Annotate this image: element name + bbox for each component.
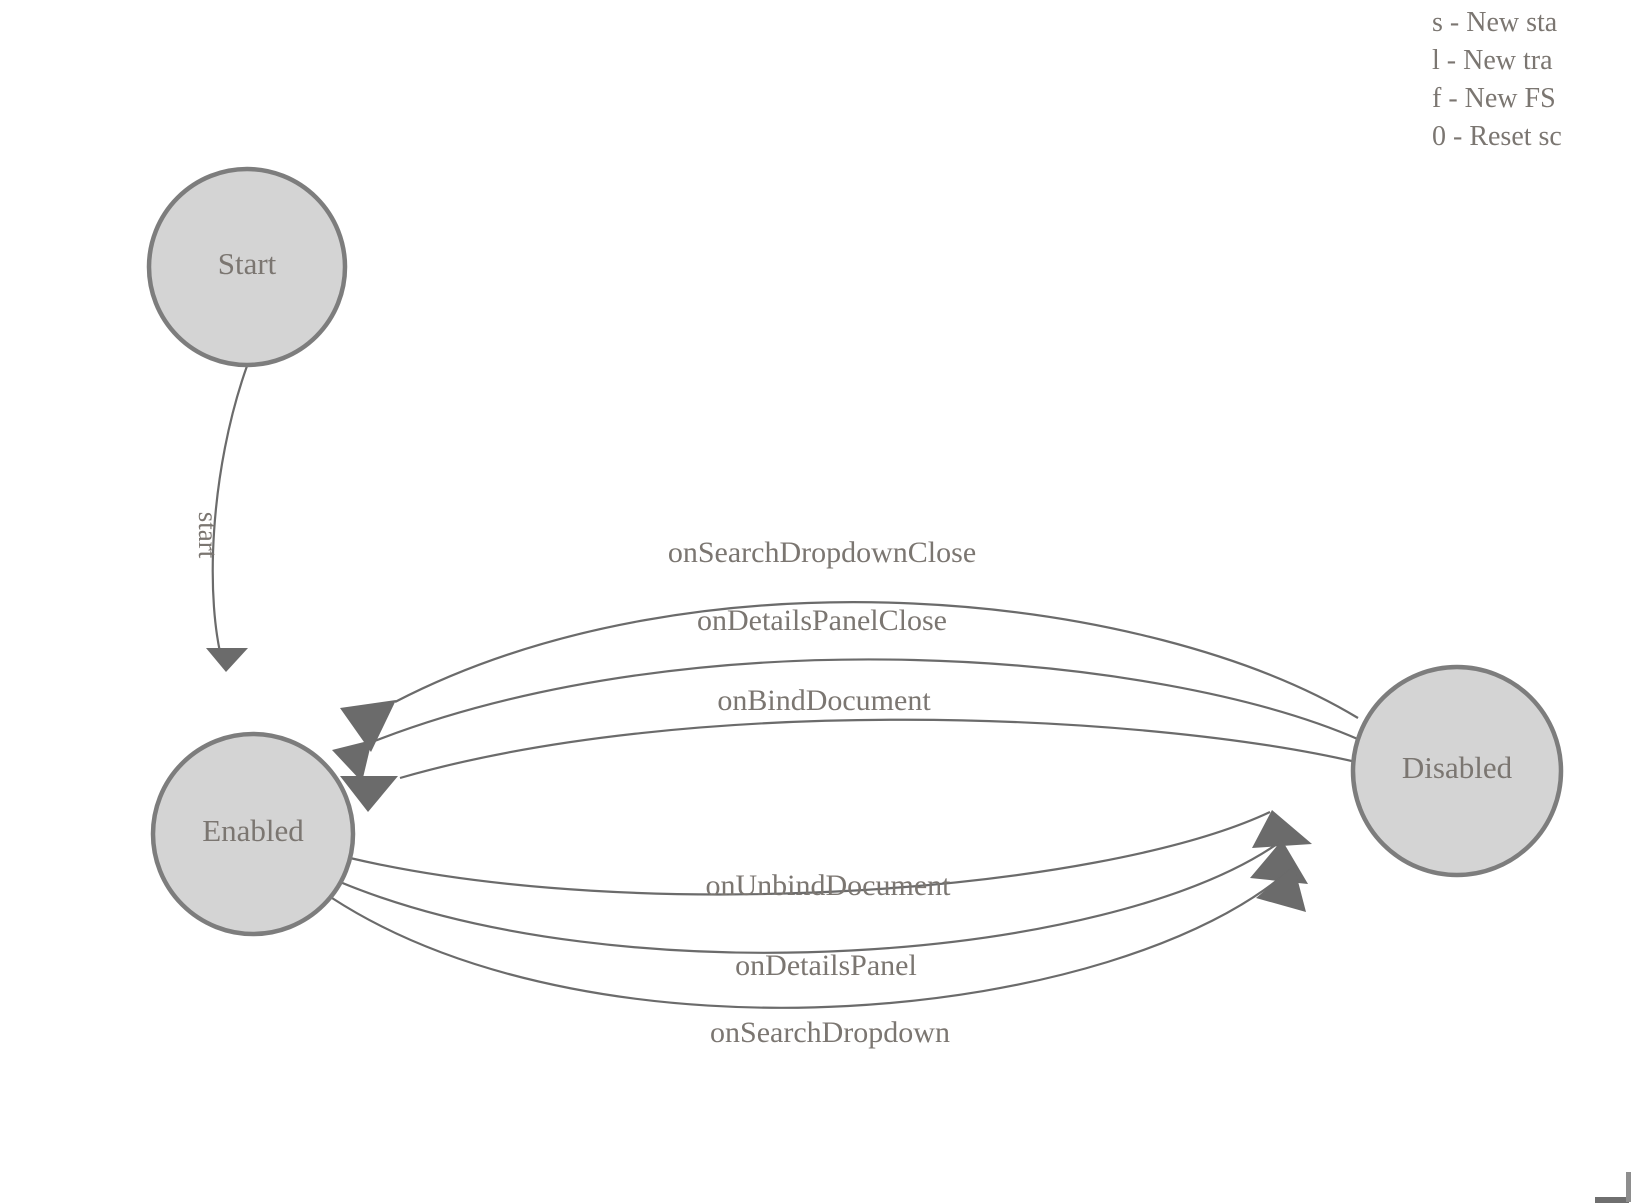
edge-path-on-details-panel-close[interactable] [371, 658, 1361, 744]
edge-on-bind-document[interactable]: onBindDocument [340, 684, 1357, 812]
shortcut-line-reset: 0 - Reset sc [1432, 121, 1562, 152]
edge-on-search-dropdown-close[interactable]: onSearchDropdownClose [340, 536, 1359, 752]
edge-path-start[interactable] [211, 365, 249, 669]
state-node-disabled[interactable]: Disabled [1350, 664, 1564, 878]
edge-path-on-search-dropdown[interactable] [331, 867, 1293, 1009]
edge-on-details-panel-close[interactable]: onDetailsPanelClose [332, 604, 1361, 782]
edge-label-on-search-dropdown: onSearchDropdown [710, 1016, 950, 1049]
state-circle-disabled[interactable] [1350, 664, 1564, 878]
shortcut-line-new-transition: l - New tra [1432, 45, 1553, 76]
edge-path-on-search-dropdown-close[interactable] [394, 601, 1359, 719]
shortcut-line-new-fsm: f - New FS [1432, 83, 1556, 114]
edge-arrowhead-on-bind-document [340, 776, 398, 812]
edge-on-details-panel[interactable]: onDetailsPanel [339, 840, 1308, 982]
edge-label-on-search-dropdown-close: onSearchDropdownClose [668, 536, 976, 569]
shortcut-line-new-state: s - New sta [1432, 7, 1558, 38]
state-node-enabled[interactable]: Enabled [150, 731, 356, 937]
edge-start[interactable]: start [193, 365, 249, 672]
state-label-enabled: Enabled [202, 813, 304, 848]
edge-on-unbind-document[interactable]: onUnbindDocument [349, 810, 1312, 902]
state-label-start: Start [218, 246, 277, 281]
edge-arrowhead-on-details-panel-close [332, 740, 372, 782]
edge-label-on-details-panel: onDetailsPanel [735, 949, 917, 982]
edge-on-search-dropdown[interactable]: onSearchDropdown [331, 866, 1306, 1049]
state-circle-start[interactable] [146, 166, 348, 368]
edge-arrowhead-on-search-dropdown-close [340, 700, 396, 752]
edge-label-on-details-panel-close: onDetailsPanelClose [697, 604, 947, 637]
edge-path-on-details-panel[interactable] [339, 841, 1281, 954]
edge-arrowhead-start [206, 648, 248, 672]
edge-label-on-unbind-document: onUnbindDocument [706, 869, 952, 902]
edge-label-start: start [193, 512, 223, 559]
state-circle-enabled[interactable] [150, 731, 356, 937]
state-label-disabled: Disabled [1402, 750, 1513, 785]
bottom-right-scrollbar-horizontal[interactable] [1595, 1197, 1629, 1203]
bottom-right-scrollbar-vertical[interactable] [1626, 1172, 1631, 1202]
edge-path-on-bind-document[interactable] [399, 718, 1357, 780]
edge-arrowhead-on-search-dropdown [1256, 866, 1306, 912]
edge-arrowhead-on-unbind-document [1252, 810, 1312, 848]
state-node-start[interactable]: Start [146, 166, 348, 368]
edge-label-on-bind-document: onBindDocument [717, 684, 931, 717]
edge-path-on-unbind-document[interactable] [349, 811, 1271, 896]
keyboard-shortcut-overlay: s - New sta l - New tra f - New FS 0 - R… [1432, 0, 1632, 156]
